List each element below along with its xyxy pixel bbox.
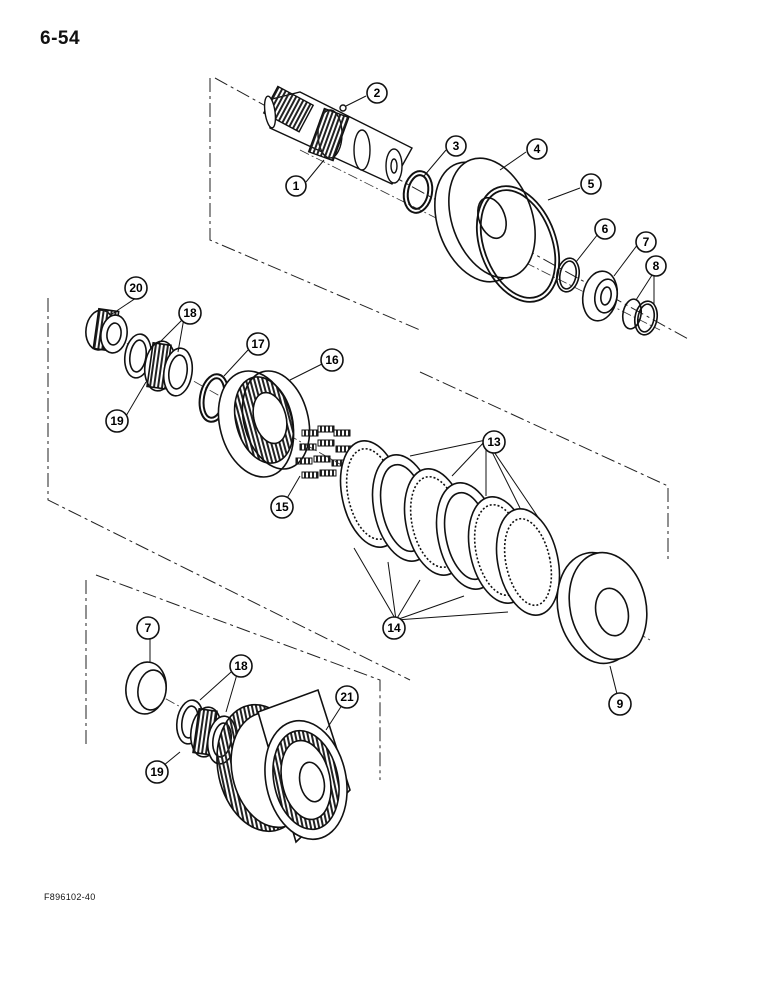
springs-part-15 [295,425,353,479]
page-number: 6-54 [40,28,81,49]
callout-label: 9 [617,697,624,711]
callout-label: 8 [653,259,660,273]
callout-14: 14 [382,616,406,640]
callout-label: 19 [110,414,124,428]
callout-21: 21 [335,685,359,709]
callout-3: 3 [445,135,467,157]
callout-label: 18 [183,306,197,320]
rings-part-8 [621,298,659,336]
callout-5: 5 [580,173,602,195]
bearing-assembly-part-18-19-middle [123,333,194,397]
snap-ring-part-3 [402,170,434,214]
backing-plate-part-9 [556,551,648,665]
shaft-part [262,85,413,185]
callout-18-bottom: 18 [229,654,253,678]
group-frame-middle [47,298,669,681]
seal-ring-part-5 [475,185,561,303]
callout-label: 5 [588,177,595,191]
callout-label: 19 [150,765,164,779]
callout-label: 6 [602,222,609,236]
callout-15: 15 [270,495,294,519]
callout-label: 7 [643,235,650,249]
figure-code: F896102-40 [44,892,96,902]
callout-label: 20 [129,281,143,295]
callout-label: 4 [534,142,541,156]
callout-label: 7 [145,621,152,635]
callout-label: 15 [275,500,289,514]
callout-label: 18 [234,659,248,673]
clutch-disc-pack-part-13-14 [339,440,561,616]
callout-label: 17 [251,337,265,351]
callout-19-middle: 19 [105,409,129,433]
callout-18-middle: 18 [178,301,202,325]
callout-19-bottom: 19 [145,760,169,784]
callout-7-bottom: 7 [136,616,160,640]
bearing-part-7-bottom [125,661,167,715]
bearing-part-7-top [581,270,619,322]
clutch-hub-part-16 [217,370,311,478]
ring-gear-drum-part-21 [216,688,351,844]
leader-lines [111,95,655,771]
callout-2: 2 [366,82,388,104]
callout-6: 6 [594,218,616,240]
callout-20: 20 [124,276,148,300]
needle-bearing-part-20 [85,307,128,354]
callout-7-top: 7 [635,231,657,253]
callout-9: 9 [608,692,632,716]
callout-13: 13 [482,430,506,454]
callout-label: 16 [325,353,339,367]
piston-part-4 [434,157,536,283]
callout-label: 21 [340,690,354,704]
callout-label: 14 [387,621,401,635]
seal-ring-part-6 [555,257,581,293]
callout-1: 1 [285,175,307,197]
callout-label: 3 [453,139,460,153]
callout-label: 1 [293,179,300,193]
callout-17: 17 [246,332,270,356]
callout-8: 8 [645,255,667,277]
callout-label: 2 [374,86,381,100]
callout-4: 4 [526,138,548,160]
group-frame-bottom [85,574,381,780]
callout-16: 16 [320,348,344,372]
callout-label: 13 [487,435,501,449]
